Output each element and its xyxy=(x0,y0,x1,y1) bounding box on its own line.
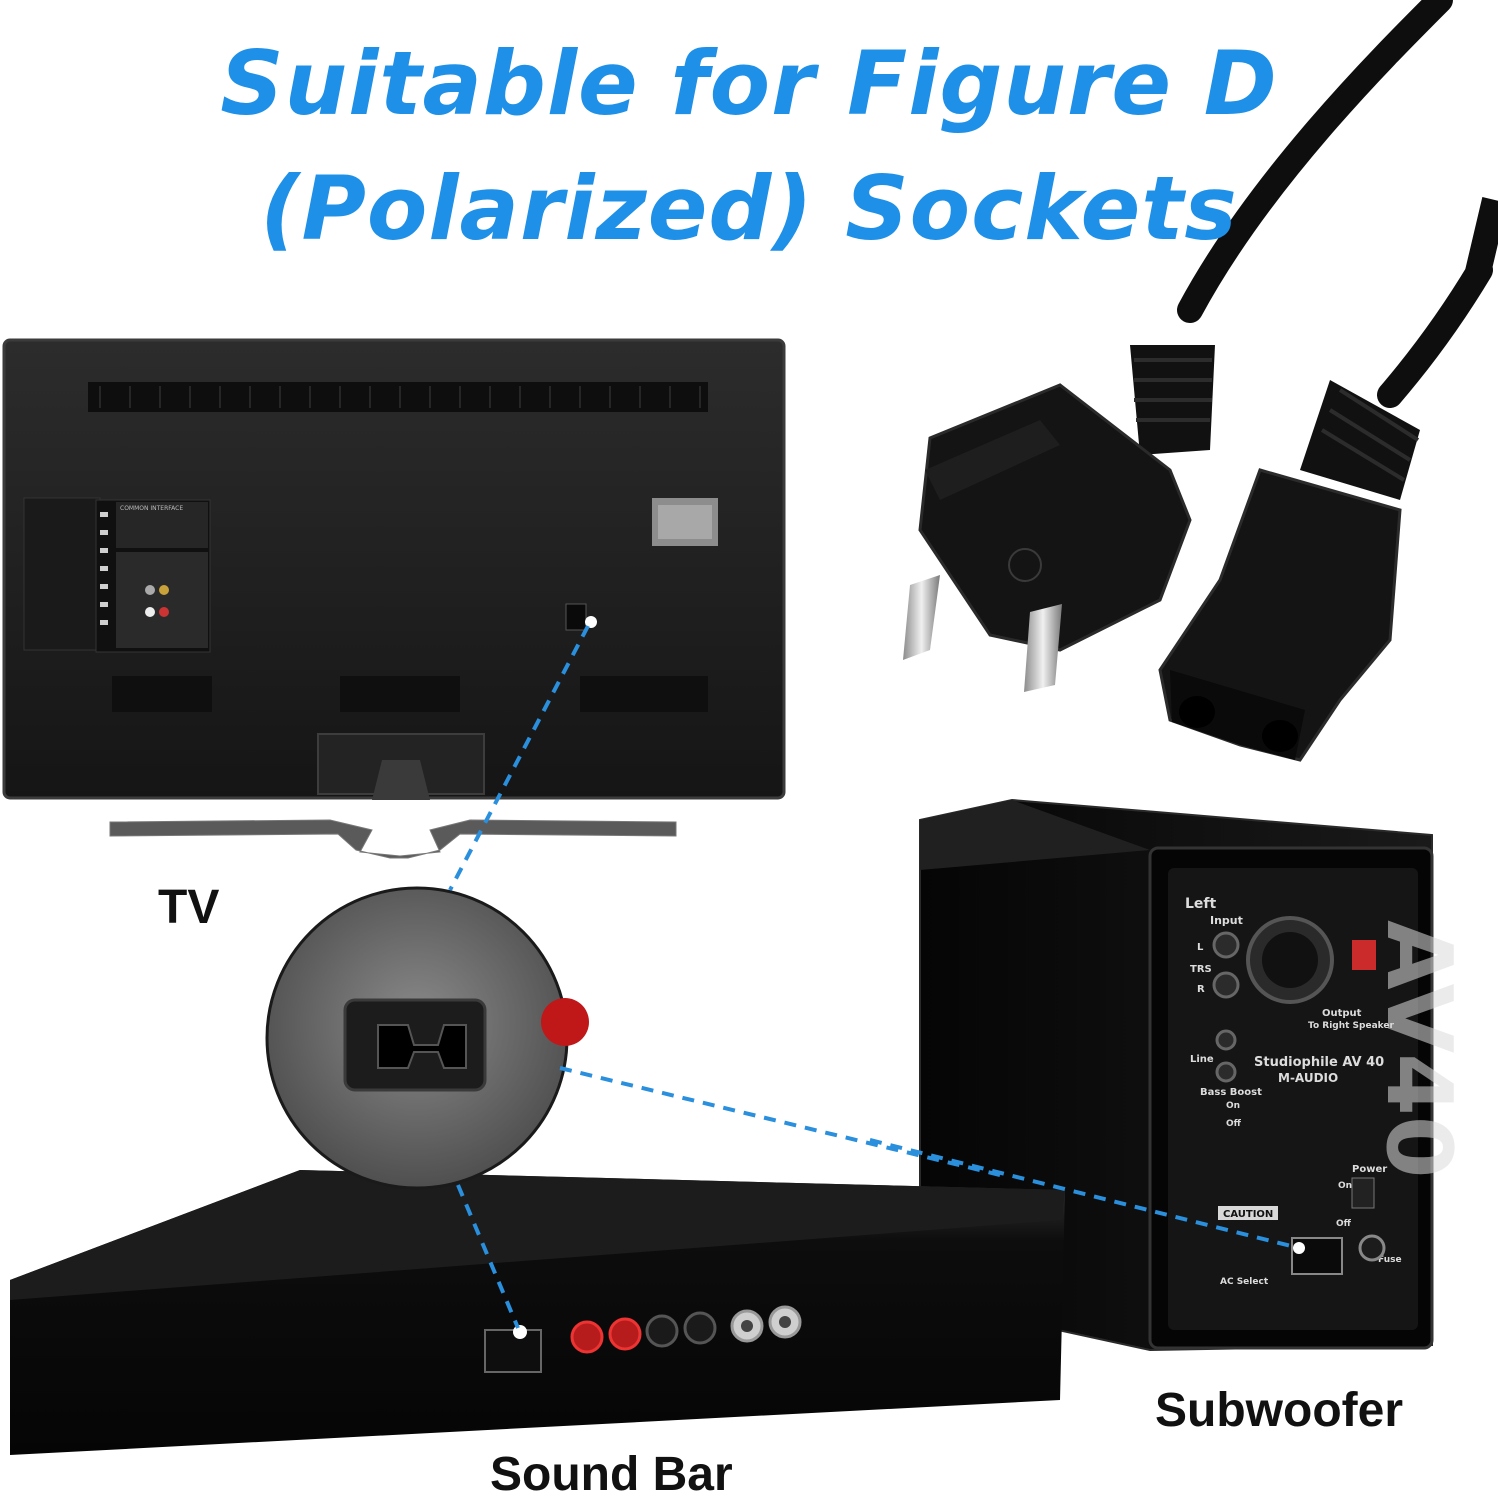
power-cord-illustration xyxy=(903,0,1498,762)
speaker-output-label: Output xyxy=(1322,1008,1362,1019)
sound-bar-illustration xyxy=(10,1170,1065,1455)
subwoofer-label: Subwoofer xyxy=(1155,1384,1403,1437)
speaker-input-label: Input xyxy=(1210,914,1243,927)
speaker-output-sub-label: To Right Speaker xyxy=(1308,1021,1395,1031)
headline-line-1: Suitable for Figure D xyxy=(220,32,1278,135)
speaker-bass-boost-label: Bass Boost xyxy=(1200,1087,1262,1098)
speaker-side-logo: AV40 xyxy=(1366,920,1471,1178)
tv-label: TV xyxy=(158,881,220,934)
tv-back-illustration: COMMON INTERFACE xyxy=(2,338,786,859)
speaker-bass-on-label: On xyxy=(1226,1101,1240,1111)
headline-line-2: (Polarized) Sockets xyxy=(260,157,1238,260)
speaker-r-label: R xyxy=(1197,984,1205,995)
speaker-fuse-label: Fuse xyxy=(1378,1255,1402,1265)
sound-bar-label: Sound Bar xyxy=(490,1448,733,1501)
speaker-trs-label: TRS xyxy=(1190,964,1212,975)
speaker-brand-label: M-AUDIO xyxy=(1278,1071,1338,1085)
socket-zoom-circle xyxy=(265,886,589,1190)
speaker-bass-off-label: Off xyxy=(1226,1119,1242,1129)
speaker-power-off-label: Off xyxy=(1336,1219,1352,1229)
speaker-power-on-label: On xyxy=(1338,1181,1352,1191)
speaker-l-label: L xyxy=(1197,942,1204,953)
connector-lines xyxy=(448,625,1296,1329)
speaker-side-label: Left xyxy=(1185,896,1217,912)
speaker-model-label: Studiophile AV 40 xyxy=(1254,1055,1384,1070)
speaker-power-label: Power xyxy=(1352,1164,1387,1175)
common-interface-label: COMMON INTERFACE xyxy=(120,505,183,512)
speaker-ac-select-label: AC Select xyxy=(1220,1277,1269,1287)
speaker-caution-label: CAUTION xyxy=(1223,1209,1273,1220)
speaker-line-label: Line xyxy=(1190,1054,1214,1065)
